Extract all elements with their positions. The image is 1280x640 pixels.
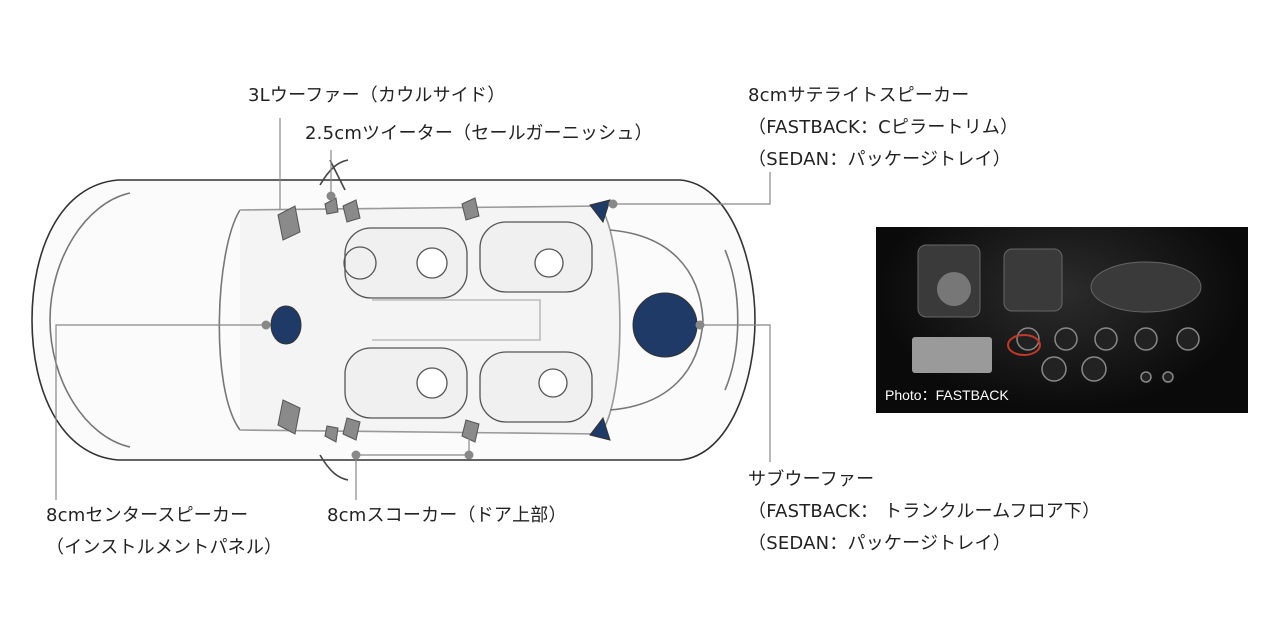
squawker-rear-right-icon [461,419,480,443]
woofer-right-icon [277,399,301,435]
tweeter-right-icon [324,425,339,443]
leader-lines [55,118,771,500]
speaker-components-illustration [912,244,1202,383]
steering-wheel [343,246,377,280]
woofer-label: 3Lウーファー（カウルサイド） [248,85,506,106]
squawker-rear-left-icon [461,197,480,221]
photo-caption: Photo：FASTBACK [885,387,1009,403]
seats [343,221,593,423]
tweeter-label: 2.5cmツイーター（セールガーニッシュ） [305,123,653,144]
blue-speakers [270,199,698,441]
seat-front-left [344,227,468,299]
satellite-label: 8cmサテライトスピーカー （FASTBACK：Cピラートリム） （SEDAN：… [748,85,1019,170]
center-label: 8cmセンタースピーカー （インストルメントパネル） [46,505,283,558]
subwoofer-label: サブウーファー （FASTBACK： トランクルームフロア下） （SEDAN：パ… [748,469,1101,554]
seat-front-right [344,347,468,419]
squawker-label: 8cmスコーカー（ドア上部） [327,505,567,526]
squawker-front-left-icon [342,199,361,223]
squawker-front-right-icon [342,417,361,441]
woofer-left-icon [277,205,301,241]
product-photo: Photo：FASTBACK [876,227,1248,413]
leader-dots [261,191,705,460]
satellite-right-icon [589,416,611,441]
seat-rear-right [479,351,593,423]
small-speakers [277,197,480,443]
center-speaker-icon [270,305,302,345]
satellite-left-icon [589,199,611,224]
subwoofer-icon [632,292,698,358]
